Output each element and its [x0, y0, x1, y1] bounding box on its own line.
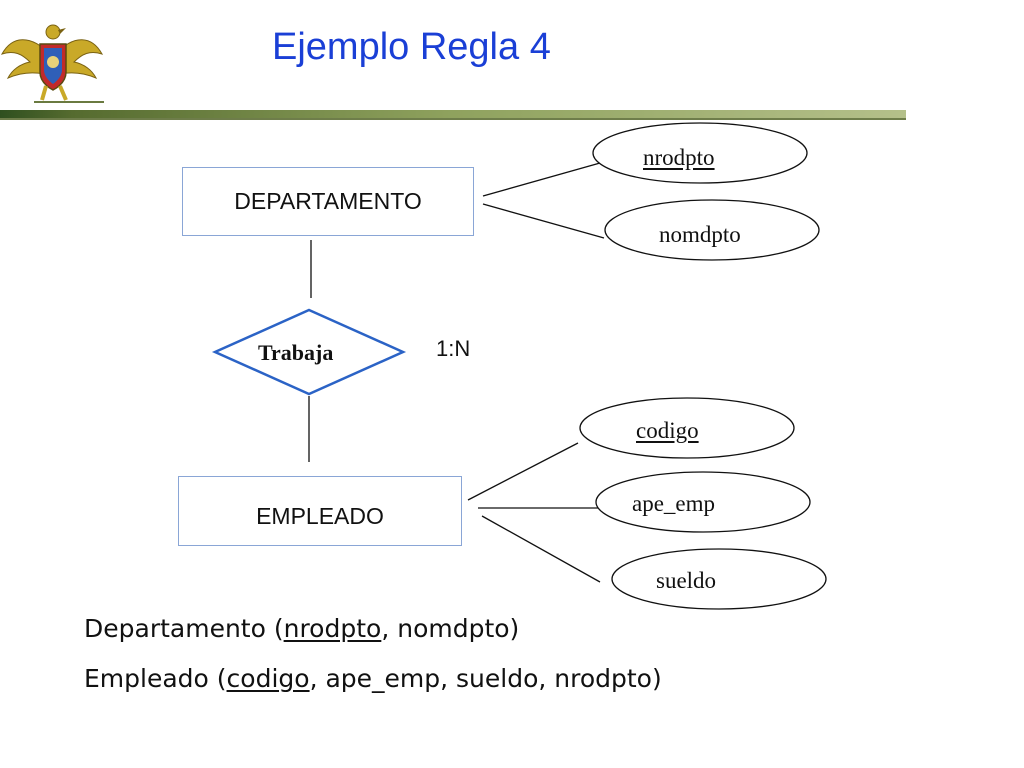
connector-empleado-sueldo: [481, 515, 601, 583]
connector-departamento-nomdpto: [482, 203, 605, 239]
attribute-ellipse-nrodpto: [592, 122, 808, 184]
attribute-label-codigo: codigo: [636, 418, 699, 443]
schema-departamento: Departamento (nrodpto, nomdpto): [84, 614, 519, 643]
relationship-diamond-trabaja: [211, 308, 407, 396]
schema-empleado-prefix: Empleado (: [84, 664, 227, 693]
attribute-label-ape-emp: ape_emp: [632, 491, 716, 516]
entity-departamento-label: DEPARTAMENTO: [234, 188, 422, 214]
attribute-label-nrodpto: nrodpto: [643, 145, 715, 170]
schema-empleado-rest: , ape_emp, sueldo, nrodpto): [309, 664, 662, 693]
attribute-label-sueldo: sueldo: [656, 568, 717, 593]
schema-departamento-rest: , nomdpto): [381, 614, 520, 643]
relationship-label-trabaja: Trabaja: [258, 340, 334, 365]
title-underline-bar: [0, 110, 906, 120]
entity-empleado-label: EMPLEADO: [256, 502, 384, 529]
cardinality-label: 1:N: [436, 336, 471, 361]
attribute-label-nomdpto: nomdpto: [659, 222, 741, 247]
attribute-ellipse-codigo: [579, 397, 795, 459]
schema-empleado-key: codigo: [226, 664, 310, 693]
slide-title: Ejemplo Regla 4: [272, 26, 551, 68]
attribute-ellipse-sueldo: [611, 548, 827, 610]
connector-departamento-nrodpto: [482, 162, 601, 197]
university-emblem-logo: [0, 24, 104, 103]
schema-departamento-key: nrodpto: [283, 614, 382, 643]
schema-departamento-prefix: Departamento (: [84, 614, 284, 643]
entity-departamento: DEPARTAMENTO: [182, 167, 474, 236]
attribute-ellipse-nomdpto: [604, 199, 820, 261]
entity-empleado: EMPLEADO: [178, 476, 462, 546]
schema-empleado: Empleado (codigo, ape_emp, sueldo, nrodp…: [84, 664, 662, 693]
connector-empleado-codigo: [467, 442, 579, 501]
attribute-ellipse-ape-emp: [595, 471, 811, 533]
